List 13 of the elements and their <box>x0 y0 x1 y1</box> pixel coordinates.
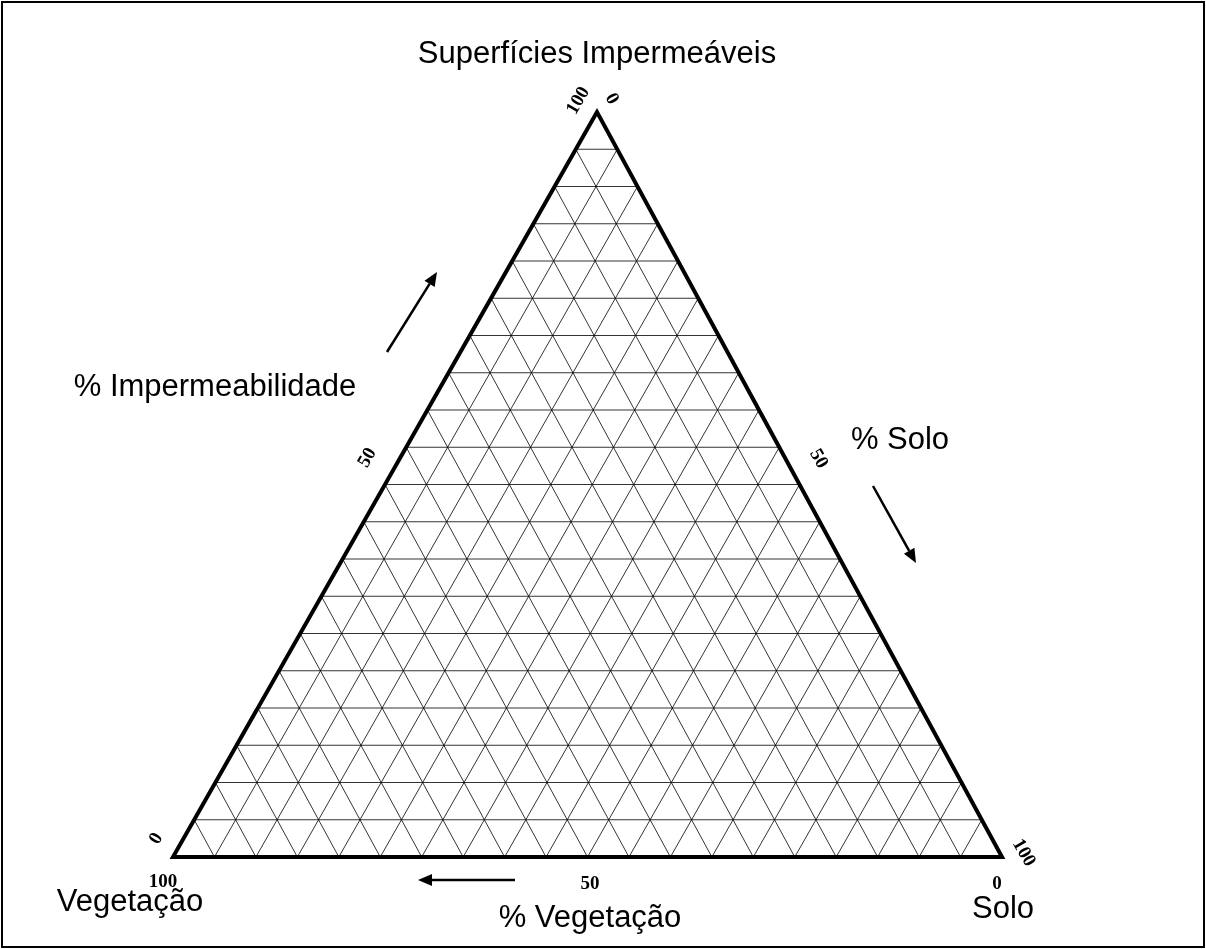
tick-label: 100 <box>1009 834 1041 870</box>
tick-label: 0 <box>992 872 1002 892</box>
tick-label: 100 <box>561 82 593 118</box>
tick-label: 50 <box>807 445 833 471</box>
vertex-label: Solo <box>972 891 1034 923</box>
vertex-label: Superfícies Impermeáveis <box>417 36 777 68</box>
tick-label: 0 <box>602 89 624 107</box>
axis-label: % Impermeabilidade <box>73 369 357 401</box>
tick-label: 0 <box>144 829 166 847</box>
axis-label: % Solo <box>850 422 950 454</box>
axis-label: % Vegetação <box>498 900 682 932</box>
tick-label: 50 <box>580 872 600 892</box>
tick-label: 50 <box>353 444 379 470</box>
